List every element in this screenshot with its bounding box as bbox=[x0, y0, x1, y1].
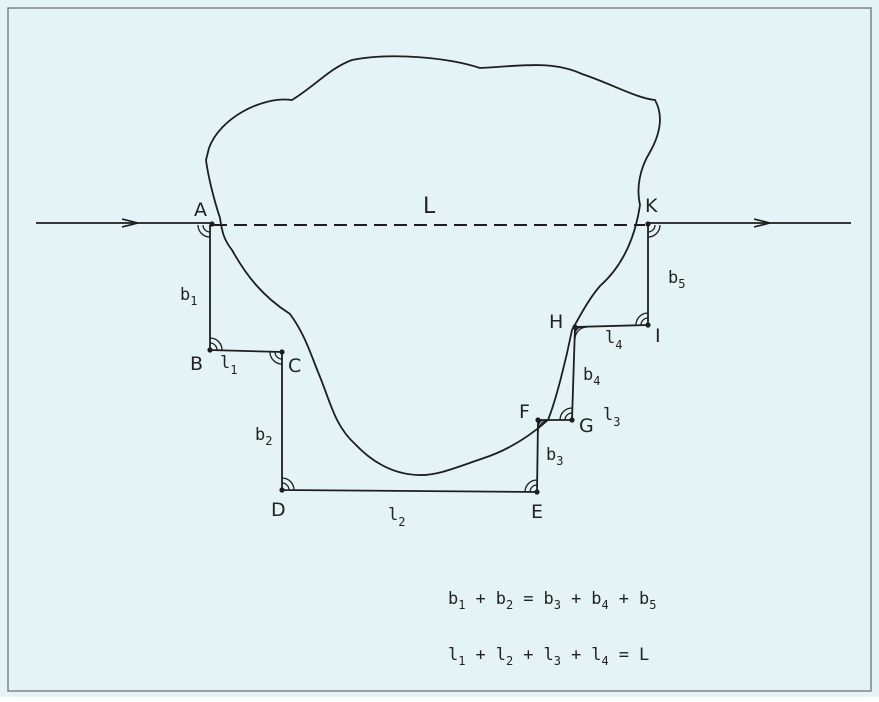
segment-label-l3-base: l bbox=[603, 405, 613, 425]
eq1-term-4: b bbox=[543, 589, 553, 609]
segment-label-b5-base: b bbox=[668, 268, 678, 288]
right-angle-mark-B bbox=[209, 337, 223, 351]
eq1-term-6-sub: 4 bbox=[601, 598, 608, 612]
right-angle-mark-I bbox=[635, 312, 649, 326]
eq2-term-8: L bbox=[639, 645, 649, 665]
right-angle-mark-C bbox=[269, 351, 283, 365]
segment-label-l2-sub: 2 bbox=[398, 515, 405, 529]
eq1-term-0: b bbox=[448, 589, 458, 609]
segment-label-b1-base: b bbox=[180, 285, 190, 305]
eq2-term-4: l bbox=[543, 645, 553, 665]
segment-label-l2-base: l bbox=[388, 505, 398, 525]
right-angle-mark-D bbox=[281, 477, 295, 491]
point-label-F: F bbox=[519, 401, 530, 423]
eq1-term-8: b bbox=[639, 589, 649, 609]
equation-b-sum: b1​+b2​=b3​+b4​+b5​ bbox=[448, 589, 656, 612]
right-angle-mark-G bbox=[559, 407, 573, 421]
eq2-term-6: l bbox=[591, 645, 601, 665]
eq2-term-2: l bbox=[496, 645, 506, 665]
equation-l-sum: l1​+l2​+l3​+l4​=L bbox=[448, 645, 649, 668]
eq2-operator-7: = bbox=[619, 645, 629, 665]
segment-label-b5-sub: 5 bbox=[678, 277, 685, 291]
segment-label-l4-sub: 4 bbox=[615, 338, 622, 352]
eq1-term-6: b bbox=[591, 589, 601, 609]
segment-label-b3-base: b bbox=[546, 445, 556, 465]
point-label-K: K bbox=[645, 195, 658, 217]
point-dot-D bbox=[279, 487, 285, 493]
eq1-term-0-sub: 1 bbox=[458, 598, 465, 612]
eq2-term-0: l bbox=[448, 645, 458, 665]
point-dot-I bbox=[645, 322, 651, 328]
eq2-operator-1: + bbox=[475, 645, 485, 665]
eq1-operator-7: + bbox=[619, 589, 629, 609]
point-dot-C bbox=[279, 349, 285, 355]
point-label-I: I bbox=[655, 325, 661, 347]
eq1-operator-1: + bbox=[475, 589, 485, 609]
eq2-term-4-sub: 3 bbox=[554, 654, 561, 668]
segment-label-l1-base: l bbox=[220, 353, 230, 373]
eq2-term-0-sub: 1 bbox=[458, 654, 465, 668]
segment-label-l2: l2 bbox=[388, 505, 405, 529]
point-label-A: A bbox=[194, 199, 207, 221]
eq1-term-2-sub: 2 bbox=[506, 598, 513, 612]
point-dot-A bbox=[209, 221, 215, 227]
point-dot-H bbox=[572, 324, 578, 330]
eq1-term-8-sub: 5 bbox=[649, 598, 656, 612]
eq1-term-2: b bbox=[496, 589, 506, 609]
eq2-term-6-sub: 4 bbox=[601, 654, 608, 668]
right-angle-mark-K bbox=[647, 224, 661, 238]
right-angle-mark-E bbox=[524, 479, 538, 493]
segment-label-l1: l1 bbox=[220, 353, 237, 377]
point-label-C: C bbox=[288, 355, 301, 377]
point-dot-K bbox=[645, 221, 651, 227]
point-dot-F bbox=[535, 417, 541, 423]
point-label-E: E bbox=[531, 501, 543, 523]
point-label-B: B bbox=[190, 353, 203, 375]
segment-label-b4-sub: 4 bbox=[593, 374, 600, 388]
right-angle-mark-A bbox=[197, 224, 211, 238]
eq2-term-2-sub: 2 bbox=[506, 654, 513, 668]
eq1-term-4-sub: 3 bbox=[554, 598, 561, 612]
eq2-operator-5: + bbox=[571, 645, 581, 665]
eq1-operator-3: = bbox=[523, 589, 533, 609]
segment-label-l3: l3 bbox=[603, 405, 620, 429]
eq2-operator-3: + bbox=[523, 645, 533, 665]
segment-label-b3-sub: 3 bbox=[556, 454, 563, 468]
frame-border bbox=[7, 7, 872, 692]
right-angle-mark-H bbox=[574, 326, 588, 340]
segment-label-L: L bbox=[423, 194, 436, 219]
segment-label-l4: l4 bbox=[605, 328, 622, 352]
segment-label-b5: b5 bbox=[668, 268, 685, 291]
segment-label-b2-sub: 2 bbox=[265, 434, 272, 448]
segment-label-l3-sub: 3 bbox=[613, 415, 620, 429]
segment-label-b4-base: b bbox=[583, 365, 593, 385]
right-angle-mark-F bbox=[537, 419, 551, 433]
point-dot-E bbox=[534, 489, 540, 495]
segment-label-b2-base: b bbox=[255, 425, 265, 445]
segment-label-b1-sub: 1 bbox=[190, 294, 197, 308]
point-label-H: H bbox=[549, 311, 563, 333]
point-label-G: G bbox=[579, 415, 594, 437]
segment-label-l4-base: l bbox=[605, 328, 615, 348]
point-label-D: D bbox=[271, 499, 286, 521]
segment-label-b2: b2 bbox=[255, 425, 272, 448]
segment-label-b1: b1 bbox=[180, 285, 197, 308]
segment-label-b4: b4 bbox=[583, 365, 600, 388]
eq1-operator-5: + bbox=[571, 589, 581, 609]
segment-label-l1-sub: 1 bbox=[230, 363, 237, 377]
point-dot-B bbox=[207, 347, 213, 353]
point-dot-G bbox=[569, 417, 575, 423]
segment-label-b3: b3 bbox=[546, 445, 563, 468]
